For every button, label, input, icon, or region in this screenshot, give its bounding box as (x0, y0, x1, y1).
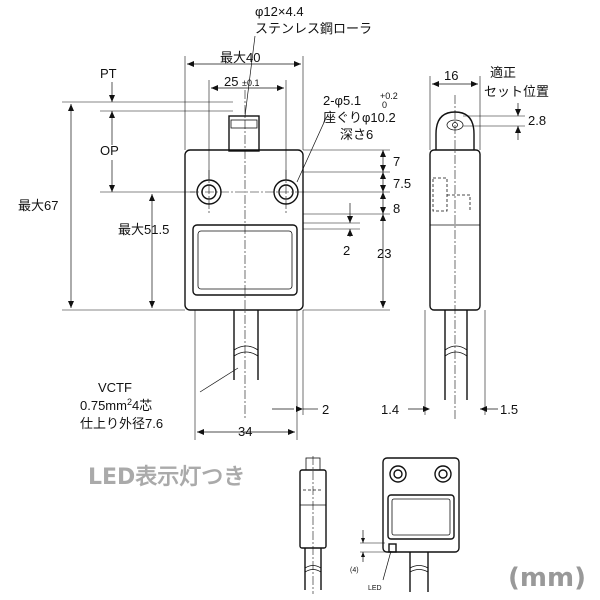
set-position-label: セット位置 (484, 84, 549, 99)
unit-label: (mm) (508, 563, 586, 593)
dim-1-4: 1.4 (381, 402, 399, 417)
dim-7-5: 7.5 (393, 176, 411, 191)
side-width-16: 16 (444, 68, 458, 83)
cable-type: VCTF (98, 380, 132, 395)
side-cable (444, 310, 468, 400)
switch-body (184, 149, 304, 311)
height-max-51-5: 最大51.5 (118, 222, 169, 237)
dim-34: 34 (238, 424, 252, 439)
roller-description: ステンレス鋼ローラ (255, 21, 372, 36)
cable-size: 0.75mm24芯 (80, 397, 152, 413)
proper-label: 適正 (490, 65, 516, 80)
dim-8: 8 (393, 201, 400, 216)
dim-1-5: 1.5 (500, 402, 518, 417)
dim-2-bottom: 2 (322, 402, 329, 417)
plunger (228, 115, 260, 152)
dim-23: 23 (377, 246, 391, 261)
counterbore-spec: 座ぐりφ10.2 (323, 110, 396, 125)
led-dim-4: (4) (350, 567, 359, 574)
height-max-67: 最大67 (18, 198, 58, 213)
side-hidden-hole (432, 177, 448, 212)
roller-dimension: φ12×4.4 (255, 4, 304, 19)
counterbore-depth: 深さ6 (340, 127, 373, 142)
set-position-2-8: 2.8 (528, 113, 546, 128)
roller (230, 119, 258, 129)
led-version-title: LED表示灯つき (88, 465, 245, 490)
holes-spec: 2-φ5.1 (323, 93, 361, 108)
cable-break (233, 345, 259, 357)
pt-label: PT (100, 66, 117, 81)
dim-7: 7 (393, 154, 400, 169)
led-front-view (382, 457, 460, 592)
led-indicator (388, 543, 397, 553)
led-label: LED (368, 585, 382, 592)
side-view (429, 95, 481, 420)
holes-tol-lower: 0 (382, 100, 387, 110)
led-side-view (299, 456, 327, 594)
cable-outer-diameter: 仕上り外径7.6 (80, 416, 163, 431)
dim-2-window: 2 (343, 243, 350, 258)
width-max-40: 最大40 (220, 50, 260, 65)
hole-pitch-tolerance: ±0.1 (242, 78, 259, 88)
cable (233, 310, 259, 380)
front-view (184, 90, 305, 420)
holes-tol-upper: +0.2 (380, 91, 398, 101)
hole-pitch-25: 25 (224, 74, 238, 89)
op-label: OP (100, 143, 119, 158)
